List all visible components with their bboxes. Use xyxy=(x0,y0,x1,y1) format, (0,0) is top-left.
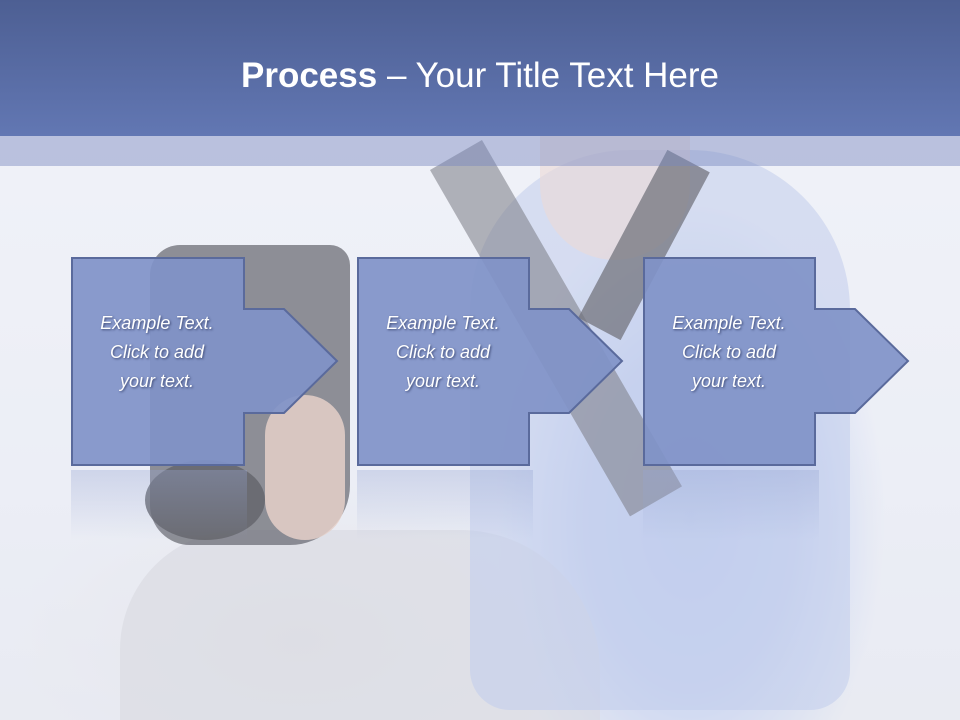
process-step-1[interactable]: Example Text. Click to add your text. xyxy=(71,257,339,467)
step-3-reflection xyxy=(643,470,819,540)
step-1-text[interactable]: Example Text. Click to add your text. xyxy=(100,313,214,391)
step-2-text[interactable]: Example Text. Click to add your text. xyxy=(386,313,500,391)
step-3-text[interactable]: Example Text. Click to add your text. xyxy=(672,313,786,391)
arrow-box-shape xyxy=(357,257,624,466)
bg-shape-hand xyxy=(265,395,345,540)
step-2-reflection xyxy=(357,470,533,540)
slide-title[interactable]: Process – Your Title Text Here xyxy=(0,52,960,100)
title-bold-text: Process xyxy=(241,56,378,95)
bg-shape-lens xyxy=(145,460,265,540)
title-rest-text: – Your Title Text Here xyxy=(377,56,719,95)
step-1-reflection xyxy=(71,470,247,540)
process-step-2[interactable]: Example Text. Click to add your text. xyxy=(357,257,624,467)
title-bar xyxy=(0,0,960,136)
process-step-3[interactable]: Example Text. Click to add your text. xyxy=(643,257,910,467)
arrow-box-shape xyxy=(71,257,339,466)
title-bar-strip xyxy=(0,136,960,166)
arrow-box-shape xyxy=(643,257,910,466)
